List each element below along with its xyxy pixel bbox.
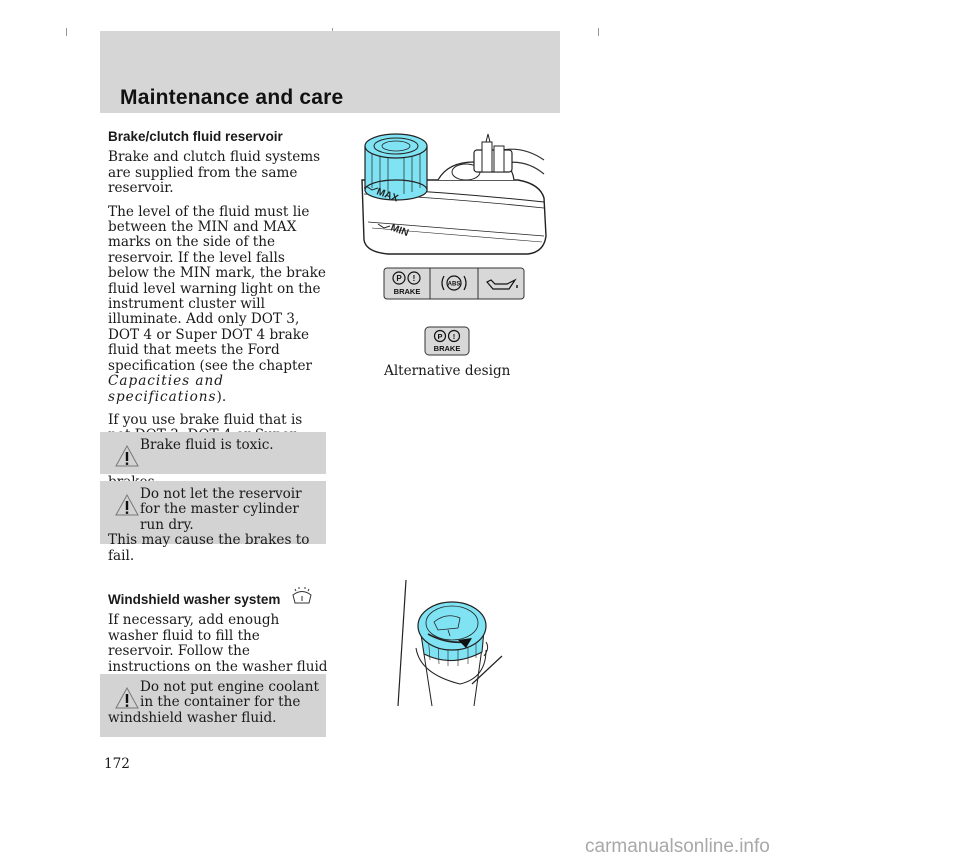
brake-para-1: Brake and clutch fluid systems are suppl… xyxy=(108,149,321,197)
brake-para-2-end: ). xyxy=(216,388,227,405)
alt-brake-exclamation: ! xyxy=(453,332,456,341)
washer-fluid-icon xyxy=(292,587,312,604)
washer-heading: Windshield washer system xyxy=(108,586,328,607)
abs-light-label: ABS xyxy=(448,282,461,288)
brake-fluid-reservoir-illustration: MAX MIN xyxy=(361,133,547,255)
chapter-reference: Capacities and specifications xyxy=(108,373,224,405)
warning-box-coolant: Do not put engine coolant in the contain… xyxy=(100,674,326,737)
washer-section: Windshield washer system If necessary, a… xyxy=(108,586,328,698)
instrument-cluster-lights: P ! BRAKE ABS xyxy=(383,267,525,300)
washer-reservoir-illustration xyxy=(397,579,503,707)
alt-parking-brake-letter: P xyxy=(437,332,442,341)
warning-box-dry: Do not let the reservoir for the master … xyxy=(100,481,326,563)
warning-triangle-icon xyxy=(115,444,139,467)
parking-brake-letter: P xyxy=(396,274,402,283)
warning-text-coolant-first: Do not put engine coolant in the contain… xyxy=(140,679,319,711)
abs-warning-light: ABS xyxy=(441,275,467,291)
figure-caption: Alternative design xyxy=(384,363,511,379)
warning-text-dry-rest: This may cause the brakes to fail. xyxy=(108,532,310,564)
warning-text-coolant-rest: windshield washer fluid. xyxy=(108,709,277,726)
page-number: 172 xyxy=(104,756,130,772)
alt-brake-light-label: BRAKE xyxy=(434,344,461,353)
warning-triangle-icon xyxy=(115,493,139,516)
brake-warning-light: P ! BRAKE xyxy=(392,271,421,296)
brake-section: Brake/clutch fluid reservoir Brake and c… xyxy=(108,129,328,498)
brake-para-2: The level of the fluid must lie between … xyxy=(108,203,328,405)
warning-triangle-icon xyxy=(115,686,139,709)
brake-light-label: BRAKE xyxy=(394,287,421,296)
crop-mark xyxy=(598,28,599,36)
brake-exclamation: ! xyxy=(413,274,416,283)
oil-pressure-icon xyxy=(486,278,518,290)
page-title: Maintenance and care xyxy=(120,86,344,109)
watermark: carmanualsonline.info xyxy=(585,836,770,857)
warning-text-toxic: Brake fluid is toxic. xyxy=(140,437,274,453)
washer-para-1: If necessary, add enough washer fluid to… xyxy=(108,612,328,690)
brake-heading: Brake/clutch fluid reservoir xyxy=(108,129,283,144)
crop-mark xyxy=(66,28,67,36)
warning-box-toxic: Brake fluid is toxic. xyxy=(100,432,326,474)
brake-para-2-main: The level of the fluid must lie between … xyxy=(108,203,326,374)
page-header: Maintenance and care xyxy=(100,31,560,113)
warning-text-dry-first: Do not let the reservoir for the master … xyxy=(140,486,302,533)
alternative-brake-light: P ! BRAKE xyxy=(424,326,470,356)
washer-heading-text: Windshield washer system xyxy=(108,592,281,607)
